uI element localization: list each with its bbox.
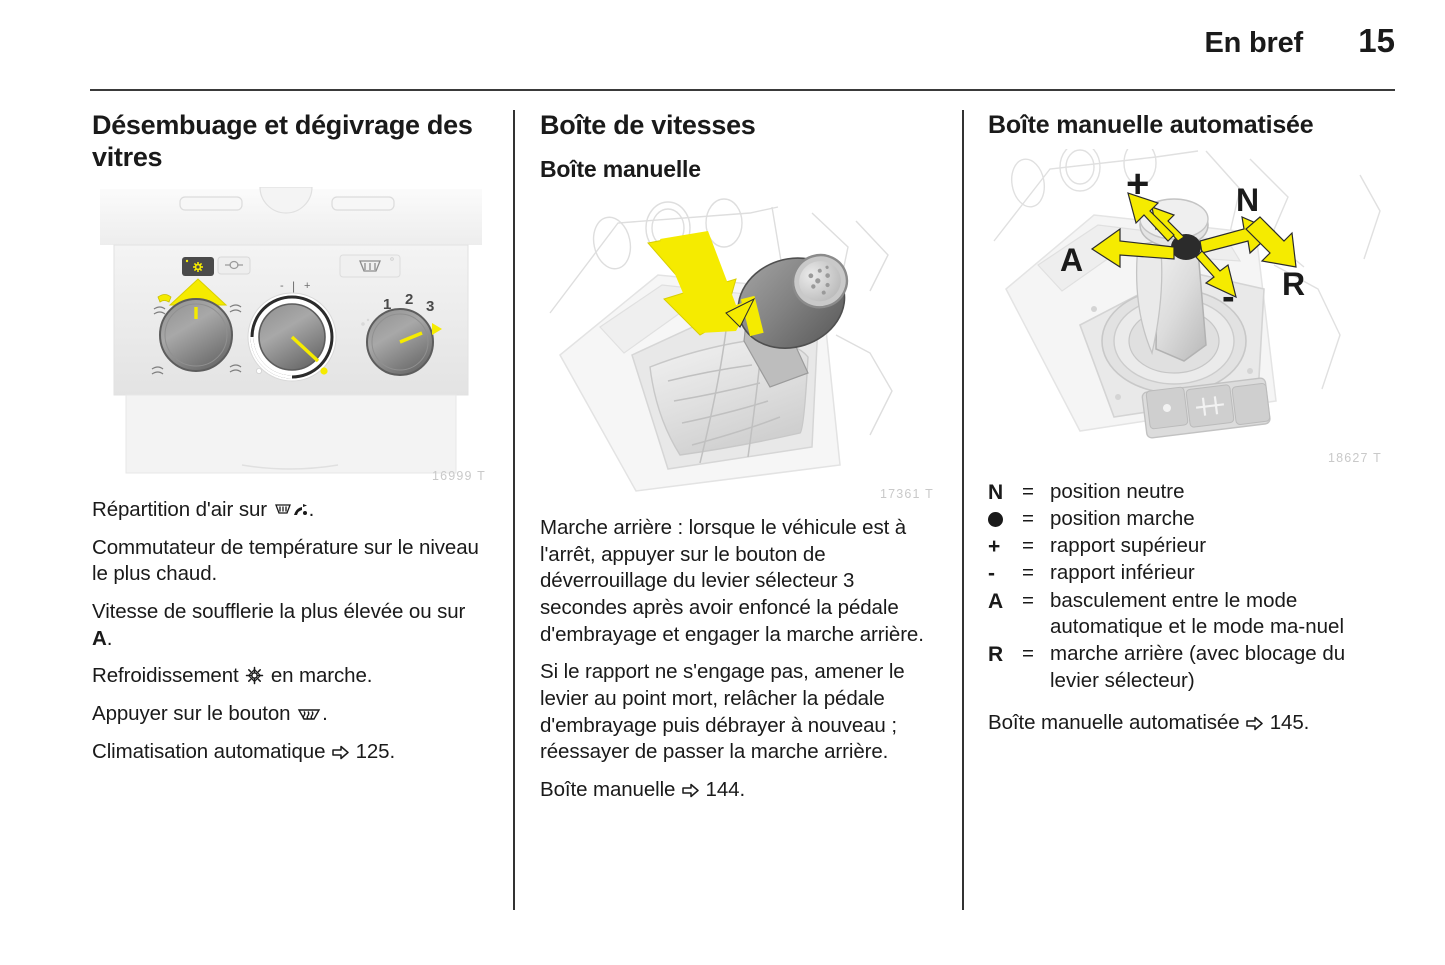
heading-gearbox: Boîte de vitesses	[540, 110, 756, 140]
paragraph-blower: Vitesse de soufflerie la plus élevée ou …	[92, 599, 490, 652]
shift-label-minus: -	[1222, 276, 1235, 318]
legend-description: rapport supérieur	[1050, 534, 1207, 558]
text-segment: Appuyer sur le bouton	[92, 702, 297, 725]
legend-equals: =	[1022, 506, 1034, 530]
column-defogging: Désembuage et dégivrage des vitres	[92, 110, 490, 920]
subheading-manual-gearbox: Boîte manuelle	[540, 155, 701, 182]
legend-description: marche arrière (avec blocage du levier s…	[1050, 641, 1346, 692]
text-segment: 145.	[1264, 711, 1310, 735]
paragraph-cooling: Refroidissement en marche.	[92, 663, 490, 690]
text-segment: .	[322, 702, 328, 725]
legend-item-n: N = position neutre	[988, 479, 1386, 506]
snowflake-icon	[245, 667, 264, 685]
legend-symbol: A	[988, 589, 1004, 613]
legend-equals: =	[1022, 479, 1034, 503]
legend-symbol: -	[988, 562, 995, 586]
column-divider-2	[962, 110, 964, 910]
text-segment: 125.	[349, 739, 396, 763]
arrow-plus	[1127, 191, 1185, 242]
figure-id-label: 17361 T	[879, 487, 934, 502]
page-ref-arrow-icon	[1246, 717, 1263, 731]
text-segment: Refroidissement	[92, 664, 245, 688]
page-columns: Désembuage et dégivrage des vitres	[0, 110, 1445, 920]
blower-label-3: 3	[426, 298, 434, 315]
windshield-footwell-icon	[274, 504, 307, 516]
svg-text:-: -	[280, 280, 284, 292]
blower-setting-letter: A	[92, 626, 107, 650]
legend-list: N = position neutre = position marche + …	[988, 479, 1386, 695]
legend-symbol: N	[988, 480, 1004, 504]
text-segment: Boîte manuelle automatisée	[988, 711, 1246, 735]
shift-label-r: R	[1282, 266, 1305, 302]
figure-id-label: 16999 T	[431, 469, 486, 484]
paragraph-reverse-gear: Marche arrière : lorsque le véhicule est…	[540, 516, 924, 646]
legend-equals: =	[1022, 561, 1034, 585]
figure-automated-manual-lever: + A N R - 18627 T	[988, 148, 1386, 469]
page-header: En bref 15	[1205, 22, 1396, 60]
legend-description: position marche	[1050, 506, 1195, 530]
column-divider-1	[513, 110, 515, 910]
paragraph-auto-climate-ref: Climatisation automatique 125.	[92, 739, 490, 766]
svg-text:+: +	[304, 280, 310, 292]
header-rule	[90, 89, 1395, 91]
paragraph-gear-not-engaging: Si le rapport ne s'engage pas, amener le…	[540, 660, 905, 764]
text-segment: .	[106, 626, 113, 650]
shift-label-plus: +	[1126, 162, 1149, 206]
column-gearbox: Boîte de vitesses Boîte manuelle	[540, 110, 938, 920]
arrow-minus	[1195, 249, 1237, 298]
blower-label-1: 1	[383, 296, 391, 313]
legend-description: rapport inférieur	[1050, 561, 1195, 585]
legend-symbol: +	[988, 535, 1001, 559]
paragraph-temperature: Commutateur de température sur le niveau…	[92, 535, 479, 586]
page-ref-arrow-icon	[682, 783, 699, 798]
legend-description: basculement entre le mode automatique et…	[1050, 588, 1345, 639]
figure-manual-gear-lever: 17361 T	[540, 195, 938, 505]
manual-gear-lever-illustration	[549, 198, 893, 492]
climate-control-panel-illustration: - | + 1 2 3	[100, 187, 482, 474]
legend-equals: =	[1022, 588, 1034, 612]
legend-equals: =	[1022, 534, 1034, 558]
svg-text:|: |	[292, 279, 295, 293]
shift-label-n: N	[1236, 182, 1259, 218]
text-segment: Climatisation automatique	[92, 739, 331, 763]
heading-automated-manual: Boîte manuelle automatisée	[988, 111, 1314, 139]
legend-symbol-dot	[988, 506, 1022, 533]
column-automated-manual: Boîte manuelle automatisée	[988, 110, 1386, 920]
legend-item-minus: - = rapport inférieur	[988, 560, 1386, 587]
shift-label-a: A	[1060, 242, 1083, 278]
paragraph-rear-defrost: Appuyer sur le bouton .	[92, 701, 490, 728]
legend-item-r: R = marche arrière (avec blocage du levi…	[988, 641, 1386, 694]
reference-automated-manual: Boîte manuelle automatisée 145.	[988, 710, 1386, 737]
automated-manual-gear-lever-illustration: + A N R -	[993, 148, 1381, 439]
reference-manual-gearbox: Boîte manuelle 144.	[540, 777, 938, 804]
blower-label-2: 2	[405, 291, 413, 308]
legend-equals: =	[1022, 641, 1034, 665]
figure-climate-control-panel: - | + 1 2 3 16999 T	[92, 187, 490, 487]
text-segment: Vitesse de soufflerie la plus élevée ou …	[92, 600, 466, 624]
page-ref-arrow-icon	[332, 745, 349, 759]
page-number: 15	[1358, 22, 1395, 59]
legend-item-plus: + = rapport supérieur	[988, 533, 1386, 560]
heading-defogging: Désembuage et dégivrage des vitres	[92, 110, 473, 172]
text-segment: 144.	[699, 777, 746, 801]
rear-defrost-icon	[297, 709, 321, 720]
text-segment: en marche.	[265, 664, 373, 688]
filled-circle-icon	[988, 511, 1003, 527]
page-title: En bref	[1204, 27, 1304, 59]
legend-item-drive: = position marche	[988, 506, 1386, 533]
paragraph-air-distribution: Répartition d'air sur .	[92, 497, 490, 524]
text-segment: .	[308, 498, 315, 522]
legend-item-a: A = basculement entre le mode automatiqu…	[988, 588, 1386, 641]
arrow-r	[1245, 215, 1297, 268]
figure-id-label: 18627 T	[1327, 450, 1382, 465]
text-segment: Boîte manuelle	[540, 777, 681, 801]
text-segment: Répartition d'air sur	[92, 498, 273, 522]
arrow-a	[1090, 227, 1175, 268]
legend-description: position neutre	[1050, 479, 1185, 503]
legend-symbol: R	[988, 642, 1004, 666]
